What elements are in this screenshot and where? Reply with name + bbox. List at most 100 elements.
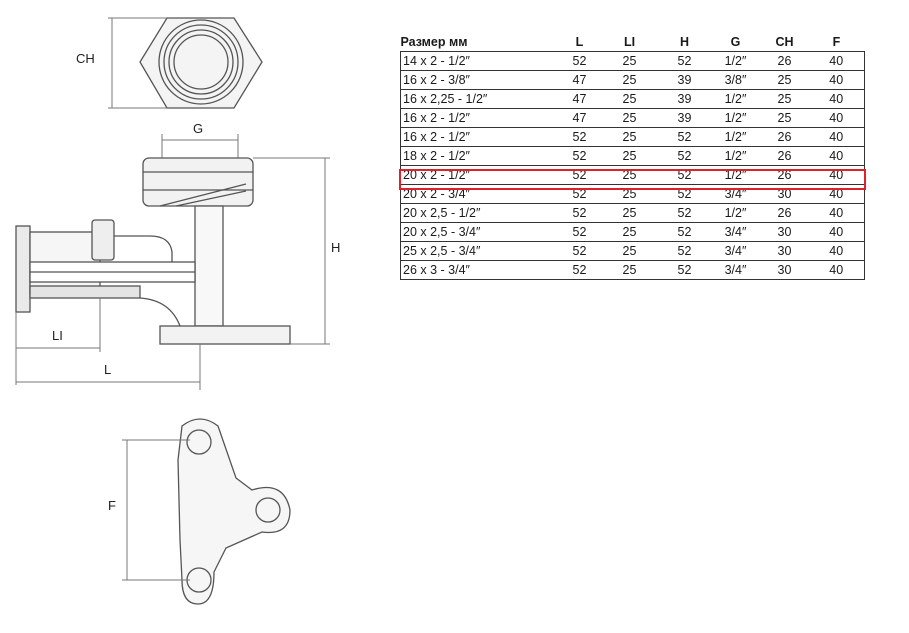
value-cell: 40	[808, 203, 865, 223]
value-cell: 47	[558, 70, 601, 90]
size-cell: 16 x 2,25 - 1/2″	[400, 89, 559, 109]
value-cell: 52	[558, 127, 601, 147]
value-cell: 25	[760, 108, 809, 128]
value-cell: 25	[600, 146, 659, 166]
value-cell: 1/2″	[710, 108, 761, 128]
f-dimension	[122, 439, 190, 581]
value-cell: 52	[658, 203, 711, 223]
value-cell: 26	[760, 146, 809, 166]
size-cell: 20 x 2,5 - 1/2″	[400, 203, 559, 223]
value-cell: 25	[600, 89, 659, 109]
size-cell: 25 x 2,5 - 3/4″	[400, 241, 559, 261]
value-cell: 39	[658, 108, 711, 128]
value-cell: 25	[600, 241, 659, 261]
value-cell: 25	[760, 89, 809, 109]
value-cell: 52	[558, 203, 601, 223]
header-ch: CH	[760, 33, 809, 52]
value-cell: 40	[808, 241, 865, 261]
value-cell: 25	[600, 203, 659, 223]
value-cell: 39	[658, 70, 711, 90]
value-cell: 25	[600, 108, 659, 128]
ch-label: CH	[76, 51, 95, 66]
size-cell: 16 x 2 - 1/2″	[400, 127, 559, 147]
value-cell: 40	[808, 127, 865, 147]
value-cell: 25	[600, 184, 659, 204]
l-label: L	[104, 362, 111, 377]
li-label: LI	[52, 328, 63, 343]
value-cell: 52	[558, 184, 601, 204]
value-cell: 1/2″	[710, 51, 761, 71]
size-cell: 20 x 2 - 1/2″	[400, 165, 559, 185]
value-cell: 47	[558, 108, 601, 128]
value-cell: 52	[558, 51, 601, 71]
header-g: G	[710, 33, 761, 52]
g-label: G	[193, 121, 203, 136]
value-cell: 1/2″	[710, 146, 761, 166]
value-cell: 1/2″	[710, 203, 761, 223]
f-label: F	[108, 498, 116, 513]
header-li: LI	[600, 33, 659, 52]
value-cell: 52	[558, 146, 601, 166]
value-cell: 1/2″	[710, 127, 761, 147]
value-cell: 26	[760, 51, 809, 71]
value-cell: 40	[808, 184, 865, 204]
value-cell: 52	[558, 260, 601, 280]
value-cell: 52	[658, 260, 711, 280]
value-cell: 30	[760, 241, 809, 261]
header-f: F	[808, 33, 865, 52]
h-label: H	[331, 240, 340, 255]
value-cell: 52	[658, 51, 711, 71]
value-cell: 52	[558, 241, 601, 261]
value-cell: 3/4″	[710, 241, 761, 261]
value-cell: 40	[808, 108, 865, 128]
value-cell: 40	[808, 260, 865, 280]
value-cell: 25	[600, 70, 659, 90]
value-cell: 25	[600, 222, 659, 242]
value-cell: 40	[808, 146, 865, 166]
fitting-side-view	[15, 157, 291, 345]
l-dimension	[16, 344, 201, 390]
value-cell: 39	[658, 89, 711, 109]
hex-nut-top-view	[139, 17, 263, 109]
value-cell: 26	[760, 127, 809, 147]
size-cell: 20 x 2,5 - 3/4″	[400, 222, 559, 242]
value-cell: 30	[760, 260, 809, 280]
value-cell: 40	[808, 51, 865, 71]
value-cell: 1/2″	[710, 165, 761, 185]
value-cell: 47	[558, 89, 601, 109]
value-cell: 52	[658, 222, 711, 242]
value-cell: 52	[658, 165, 711, 185]
value-cell: 30	[760, 184, 809, 204]
value-cell: 40	[808, 70, 865, 90]
value-cell: 3/4″	[710, 222, 761, 242]
header-size: Размер мм	[400, 33, 559, 52]
g-dimension	[161, 134, 239, 158]
fitting-technical-drawing: CH G H LI L F	[15, 17, 340, 605]
value-cell: 52	[658, 241, 711, 261]
header-h: H	[658, 33, 711, 52]
value-cell: 52	[658, 184, 711, 204]
h-dimension	[253, 157, 330, 345]
ch-dimension	[108, 17, 167, 109]
value-cell: 30	[760, 222, 809, 242]
value-cell: 25	[600, 260, 659, 280]
value-cell: 40	[808, 165, 865, 185]
value-cell: 52	[658, 146, 711, 166]
li-dimension	[15, 298, 101, 385]
size-cell: 20 x 2 - 3/4″	[400, 184, 559, 204]
wall-plate-view	[177, 418, 291, 605]
value-cell: 3/4″	[710, 184, 761, 204]
value-cell: 3/4″	[710, 260, 761, 280]
value-cell: 52	[558, 165, 601, 185]
value-cell: 3/8″	[710, 70, 761, 90]
